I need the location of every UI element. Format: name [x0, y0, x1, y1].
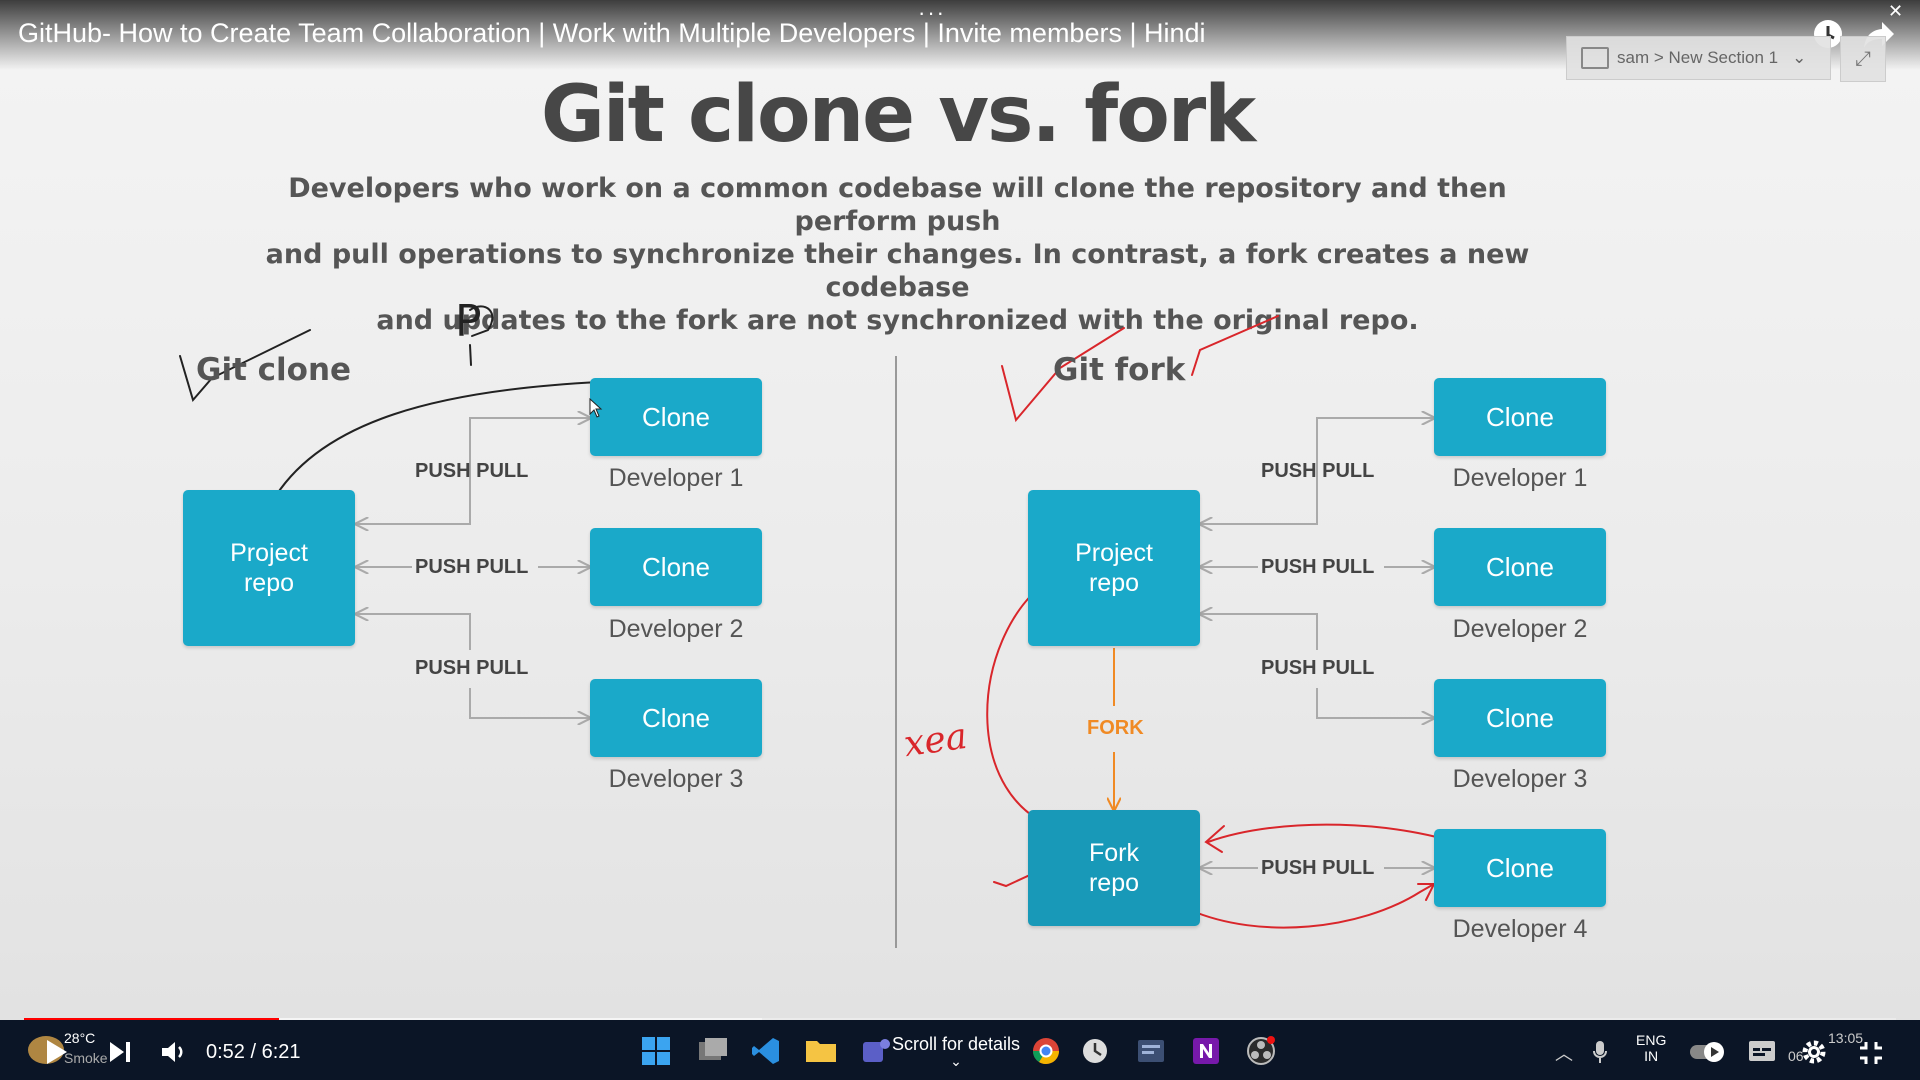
onenote-icon[interactable]	[1191, 1036, 1225, 1066]
developer-label: Developer 2	[608, 615, 744, 643]
vscode-icon[interactable]	[751, 1036, 785, 1066]
expand-icon[interactable]: ⤢	[1840, 36, 1886, 82]
clone-box: Clone	[1434, 378, 1606, 456]
onenote-breadcrumb: sam > New Section 1	[1617, 48, 1779, 67]
slide-description: Developers who work on a common codebase…	[230, 172, 1565, 337]
share-icon[interactable]	[1862, 20, 1896, 56]
slide-title: Git clone vs. fork	[540, 70, 1256, 160]
description-line: Developers who work on a common codebase…	[288, 173, 1507, 237]
weather-temp: 28°C	[64, 1030, 96, 1046]
project-repo-box: Project repo	[183, 490, 355, 646]
clone-box: Clone	[590, 679, 762, 757]
developer-label: Developer 3	[1452, 765, 1588, 793]
more-dots-icon[interactable]: ···	[918, 0, 946, 25]
fork-label: FORK	[1087, 717, 1144, 739]
time-current: 0:52	[206, 1041, 245, 1063]
developer-label: Developer 3	[608, 765, 744, 793]
weather-desc: Smoke	[64, 1050, 108, 1066]
autoplay-toggle-icon[interactable]	[1688, 1040, 1732, 1069]
microphone-icon[interactable]	[1592, 1040, 1608, 1069]
push-pull-label: PUSH PULL	[415, 657, 529, 679]
lang-line: ENG	[1636, 1032, 1667, 1048]
windows-start-icon[interactable]	[641, 1036, 675, 1066]
git-clone-label: Git clone	[196, 352, 352, 388]
developer-label: Developer 1	[1452, 464, 1588, 492]
description-line: and pull operations to synchronize their…	[265, 239, 1530, 303]
subtitles-icon[interactable]	[1748, 1040, 1776, 1067]
time-display: 0:52 / 6:21	[206, 1041, 301, 1064]
fork-repo-box: Fork repo	[1028, 810, 1200, 926]
time-separator: /	[250, 1041, 257, 1063]
scroll-for-details[interactable]: Scroll for details ⌄	[892, 1034, 1020, 1070]
task-view-icon[interactable]	[697, 1036, 731, 1066]
clone-box: Clone	[1434, 829, 1606, 907]
dev-app-icon[interactable]	[1136, 1036, 1170, 1066]
repo-line: repo	[1088, 569, 1140, 597]
handwritten-note: xea	[901, 715, 970, 766]
mouse-cursor-icon	[589, 398, 603, 418]
clone-box: Clone	[590, 528, 762, 606]
diagram-connectors	[179, 305, 1473, 948]
push-pull-label: PUSH PULL	[1261, 657, 1375, 679]
developer-label: Developer 1	[608, 464, 744, 492]
repo-line: repo	[1088, 869, 1140, 897]
repo-line: repo	[243, 569, 295, 597]
clock-app-icon[interactable]	[1080, 1036, 1114, 1066]
repo-line: Project	[230, 539, 308, 567]
push-pull-label: PUSH PULL	[1261, 460, 1375, 482]
repo-line: Fork	[1088, 839, 1139, 867]
next-icon[interactable]	[108, 1040, 132, 1069]
clone-box: Clone	[1434, 528, 1606, 606]
onenote-breadcrumb-bar[interactable]: sam > New Section 1 ⌄	[1566, 36, 1831, 80]
play-icon[interactable]	[44, 1038, 70, 1071]
handwritten-red-ink	[986, 315, 1473, 929]
push-pull-label: PUSH PULL	[415, 556, 529, 578]
video-frame[interactable]: Git clone vs. fork Developers who work o…	[0, 0, 1920, 1020]
lang-line: IN	[1644, 1048, 1659, 1064]
teams-icon[interactable]	[861, 1036, 895, 1066]
chrome-icon[interactable]	[1031, 1036, 1065, 1066]
git-fork-label: Git fork	[1053, 352, 1186, 388]
notebook-icon	[1581, 47, 1609, 69]
clone-box: Clone	[1434, 679, 1606, 757]
scroll-hint-text: Scroll for details	[892, 1034, 1021, 1054]
project-repo-box: Project repo	[1028, 490, 1200, 646]
clock-time: 13:05	[1828, 1030, 1864, 1046]
obs-icon[interactable]	[1246, 1036, 1280, 1066]
settings-gear-icon[interactable]	[1800, 1038, 1828, 1071]
file-explorer-icon[interactable]	[805, 1036, 839, 1066]
chevron-up-icon[interactable]: ︿	[1555, 1044, 1573, 1064]
developer-label: Developer 2	[1452, 615, 1588, 643]
push-pull-label: PUSH PULL	[1261, 556, 1375, 578]
handwritten-letter: P	[455, 296, 482, 347]
repo-line: Project	[1075, 539, 1153, 567]
push-pull-label: PUSH PULL	[415, 460, 529, 482]
video-title[interactable]: GitHub- How to Create Team Collaboration…	[18, 18, 1206, 48]
volume-icon[interactable]	[160, 1040, 188, 1069]
time-total: 6:21	[261, 1041, 301, 1063]
language-indicator[interactable]: ENG IN	[1636, 1032, 1666, 1064]
handwritten-black-ink	[179, 305, 711, 503]
close-icon[interactable]: ✕	[1888, 1, 1904, 21]
chevron-down-icon[interactable]: ⌄	[1792, 48, 1807, 67]
chevron-down-icon: ⌄	[950, 1053, 962, 1069]
push-pull-label: PUSH PULL	[1261, 857, 1375, 879]
clone-box: Clone	[590, 378, 762, 456]
developer-label: Developer 4	[1452, 915, 1588, 943]
exit-fullscreen-icon[interactable]	[1858, 1040, 1884, 1071]
